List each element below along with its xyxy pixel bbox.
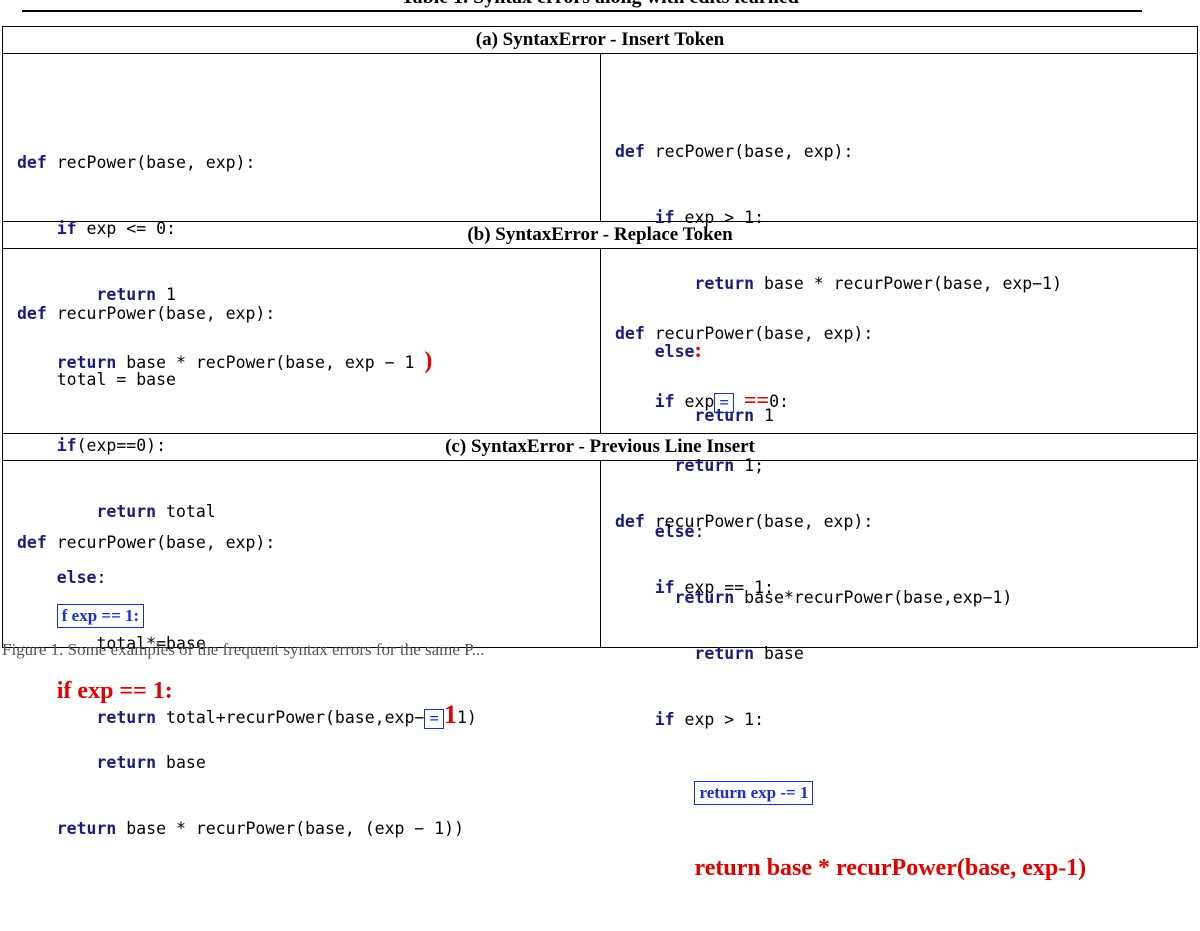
section-a-left-cell: def recPower(base, exp): if exp <= 0: re… <box>3 54 601 373</box>
keyword: def <box>615 324 645 343</box>
keyword: return <box>674 456 735 475</box>
keyword: def <box>615 512 645 531</box>
code-block: def recPower(base, exp): if exp <= 0: re… <box>17 108 432 416</box>
code-text: total <box>156 502 216 521</box>
code-text: base*recurPower(base,exp−1) <box>734 588 1013 607</box>
code-text: base * recurPower(base, exp−1) <box>754 274 1063 293</box>
fix-token: == <box>744 387 770 412</box>
keyword: if <box>654 392 675 411</box>
code-text: recurPower(base, exp): <box>46 533 276 552</box>
keyword: if <box>654 578 675 597</box>
code-text: recurPower(base, exp): <box>46 304 276 323</box>
keyword: def <box>17 153 47 172</box>
code-text: exp <= 0: <box>76 219 176 238</box>
code-text: base <box>156 753 206 772</box>
code-text: recurPower(base, exp): <box>644 512 874 531</box>
keyword: def <box>17 304 47 323</box>
code-block: def recurPower(base, exp): f exp == 1: i… <box>17 488 464 884</box>
code-text: 1; <box>734 456 765 475</box>
section-b-row: def recurPower(base, exp): total = base … <box>3 249 1197 729</box>
top-caption: Table 1. Syntax errors along with edits … <box>0 0 1200 9</box>
section-c-title: (c) SyntaxError - Previous Line Insert <box>3 434 1197 461</box>
keyword: return <box>694 406 755 425</box>
code-text: (exp==0): <box>76 436 167 455</box>
code-block: def recurPower(base, exp): if exp == 1: … <box>615 467 1086 931</box>
keyword: if <box>654 710 675 729</box>
code-text: exp > 1: <box>674 710 765 729</box>
fix-token: ) <box>424 348 433 374</box>
keyword: return <box>694 274 755 293</box>
keyword: def <box>615 142 645 161</box>
keyword: return <box>96 753 157 772</box>
figure-caption: Figure 1. Some examples of the frequent … <box>2 640 485 659</box>
code-text: : <box>96 568 107 587</box>
section-c-left-cell: def recurPower(base, exp): f exp == 1: i… <box>3 461 601 838</box>
code-block: def recPower(base, exp): if exp > 1: ret… <box>615 97 1062 471</box>
code-text: recurPower(base, exp): <box>644 324 874 343</box>
code-text: base * recPower(base, exp − 1 <box>116 353 425 372</box>
code-text: exp <box>674 392 715 411</box>
top-rule <box>22 10 1142 12</box>
keyword: def <box>17 533 47 552</box>
section-b-left-cell: def recurPower(base, exp): total = base … <box>3 249 601 729</box>
keyword: else <box>654 342 695 361</box>
error-line-box: return exp -= 1 <box>694 781 814 805</box>
code-text: recPower(base, exp): <box>644 142 854 161</box>
keyword: return <box>674 588 735 607</box>
error-token-box: = <box>714 392 735 413</box>
code-text: 1 <box>754 406 774 425</box>
code-text: base * recurPower(base, (exp − 1)) <box>116 819 465 838</box>
keyword: if <box>56 219 77 238</box>
keyword: return <box>694 644 755 663</box>
code-text: exp == 1: <box>674 578 774 597</box>
keyword: else <box>56 568 97 587</box>
figure-table: (a) SyntaxError - Insert Token def recPo… <box>2 26 1198 880</box>
code-text: recPower(base, exp): <box>46 153 256 172</box>
code-text: 1 <box>156 285 176 304</box>
code-block: def recurPower(base, exp): if exp= ==0: … <box>615 279 1012 653</box>
keyword: return <box>56 819 117 838</box>
keyword: if <box>56 436 77 455</box>
code-text: 0: <box>769 392 789 411</box>
section-a-title: (a) SyntaxError - Insert Token <box>3 27 1197 54</box>
keyword: return <box>56 353 117 372</box>
code-text: total*=base <box>96 634 206 653</box>
fix-line: return base * recurPower(base, exp-1) <box>694 855 1087 881</box>
code-text: base <box>754 644 804 663</box>
code-text: total = base <box>56 370 176 389</box>
error-line-box: f exp == 1: <box>56 604 145 628</box>
keyword: else <box>654 522 695 541</box>
fix-token: : <box>694 337 702 362</box>
keyword: return <box>96 285 157 304</box>
section-c-right-cell: def recurPower(base, exp): if exp == 1: … <box>601 461 1197 880</box>
section-a-row: def recPower(base, exp): if exp <= 0: re… <box>3 54 1197 425</box>
section-b-title: (b) SyntaxError - Replace Token <box>3 222 1197 249</box>
code-text: : <box>694 522 705 541</box>
fix-line: if exp == 1: <box>56 678 173 704</box>
keyword: if <box>654 208 675 227</box>
section-a-right-cell: def recPower(base, exp): if exp > 1: ret… <box>601 54 1197 425</box>
code-text: exp > 1: <box>674 208 765 227</box>
keyword: return <box>96 502 157 521</box>
section-b-right-cell: def recurPower(base, exp): if exp= ==0: … <box>601 249 1197 607</box>
section-c-row: def recurPower(base, exp): f exp == 1: i… <box>3 461 1197 880</box>
